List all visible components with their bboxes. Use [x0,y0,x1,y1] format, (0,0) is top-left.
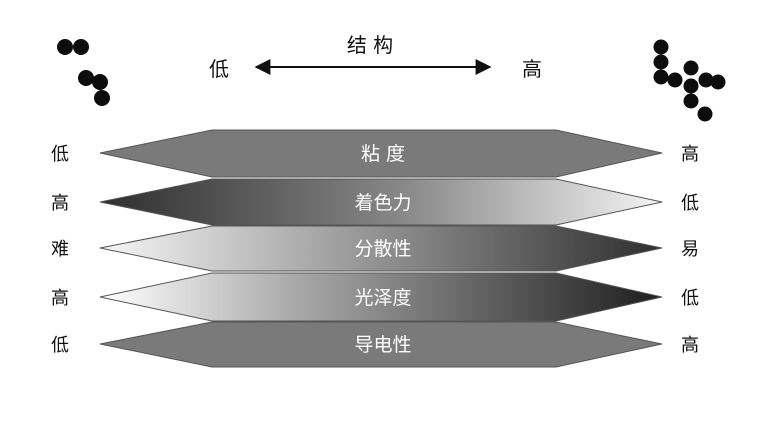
property-right-value: 低 [681,193,699,214]
property-bar [99,225,663,272]
property-row-viscosity: 粘 度 低 高 [51,129,699,178]
property-row-gloss: 光泽度 高 低 [51,272,699,322]
structure-title: 结 构 [347,33,393,57]
structure-low-label: 低 [209,57,229,81]
structure-high-label: 高 [522,57,542,81]
structure-axis: 结 构 低 高 [209,33,542,81]
property-label: 着色力 [354,192,411,214]
property-left-value: 高 [51,193,69,214]
property-bars: 粘 度 低 高 着色力 高 低 分散性 难 易 光泽度 高 低 导电性 低 高 [51,129,699,368]
property-label: 导电性 [354,334,411,356]
property-row-conductivity: 导电性 低 高 [51,321,699,368]
property-bar [99,129,663,178]
property-right-value: 易 [681,239,699,260]
low-structure-particles-icon [57,39,110,106]
property-bar [99,272,663,322]
property-bar [99,178,663,226]
property-row-dispersibility: 分散性 难 易 [51,225,699,272]
property-bar [99,321,663,368]
property-right-value: 低 [681,288,699,309]
property-label: 光泽度 [354,287,411,309]
property-left-value: 难 [51,239,69,260]
property-label: 分散性 [354,238,411,260]
property-left-value: 低 [51,335,69,356]
property-right-value: 高 [681,335,699,356]
property-left-value: 低 [51,144,69,165]
property-left-value: 高 [51,288,69,309]
property-right-value: 高 [681,144,699,165]
high-structure-particles-icon [653,39,726,122]
property-row-tinting-strength: 着色力 高 低 [51,178,699,226]
property-label: 粘 度 [361,143,405,165]
